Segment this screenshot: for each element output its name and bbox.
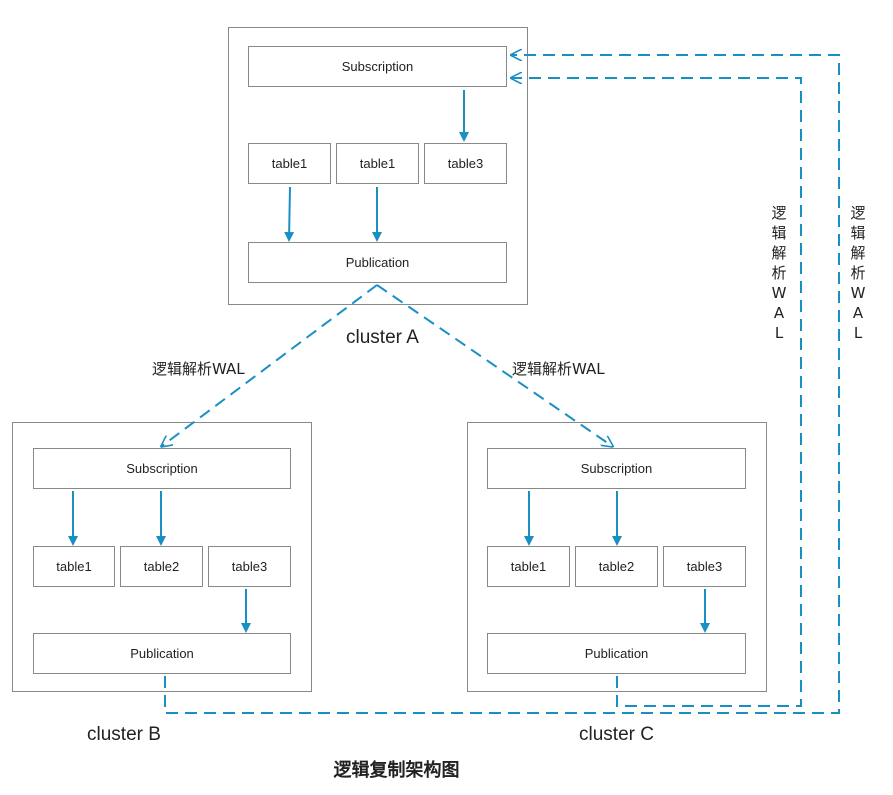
cluster-b-publication: Publication: [33, 633, 291, 674]
dashed-a-to-c: [376, 284, 612, 446]
wal-label-to-b: 逻辑解析WAL: [152, 360, 245, 378]
cluster-c-table-2: table2: [575, 546, 658, 587]
dashed-b-to-a: [164, 55, 840, 714]
cluster-b-label: cluster B: [87, 724, 161, 745]
dashed-a-to-b: [162, 284, 378, 446]
cluster-a-subscription: Subscription: [248, 46, 507, 87]
wal-label-from-b-vertical: 逻 辑 解 析 W A L: [850, 204, 866, 342]
cluster-c-table-3: table3: [663, 546, 746, 587]
cluster-b-table-2: table2: [120, 546, 203, 587]
diagram-title: 逻辑复制架构图: [333, 760, 460, 781]
arrow-a-table1-to-pub: [284, 186, 295, 242]
cluster-a-label: cluster A: [346, 327, 419, 348]
cluster-b-subscription: Subscription: [33, 448, 291, 489]
cluster-a-table-2: table1: [336, 143, 419, 184]
cluster-a-publication: Publication: [248, 242, 507, 283]
cluster-b-table-1: table1: [33, 546, 115, 587]
cluster-c-subscription: Subscription: [487, 448, 746, 489]
dashed-c-to-a: [512, 78, 802, 707]
cluster-a-table-3: table3: [424, 143, 507, 184]
wal-label-to-c: 逻辑解析WAL: [512, 360, 605, 378]
cluster-b-table-3: table3: [208, 546, 291, 587]
cluster-c-label: cluster C: [579, 724, 654, 745]
cluster-a-table-1: table1: [248, 143, 331, 184]
cluster-c-table-1: table1: [487, 546, 570, 587]
cluster-c-publication: Publication: [487, 633, 746, 674]
wal-label-from-c-vertical: 逻 辑 解 析 W A L: [771, 204, 787, 342]
